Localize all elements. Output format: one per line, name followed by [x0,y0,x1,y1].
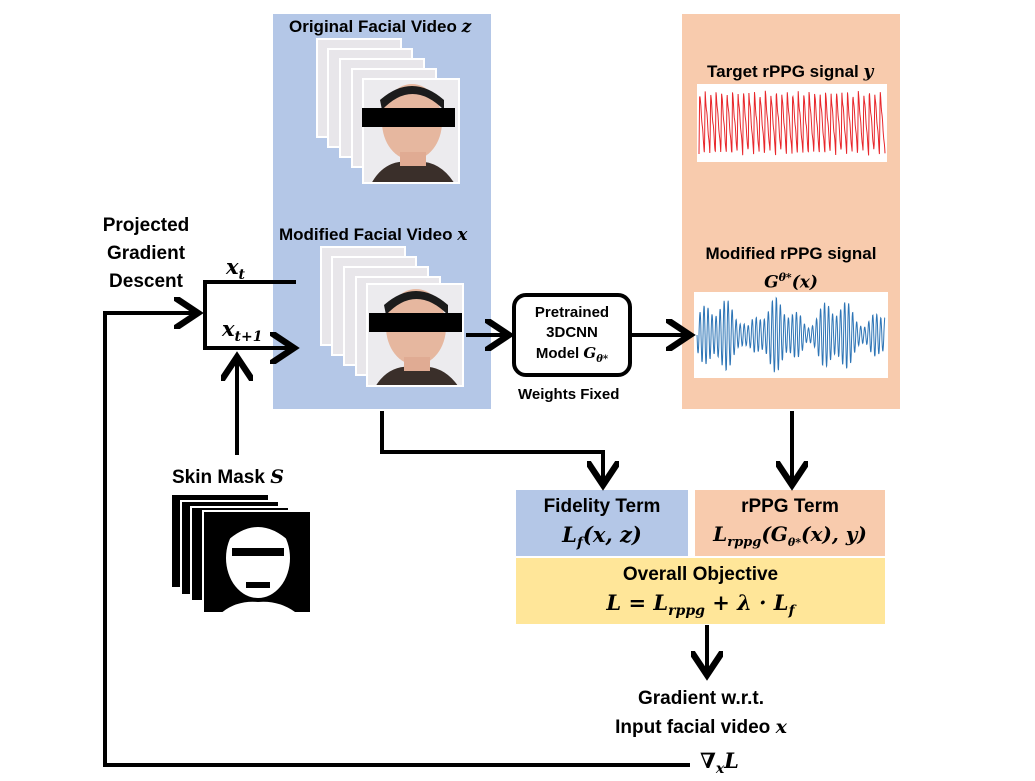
face-image [366,283,464,387]
modified-signal-line [696,296,886,373]
modified-signal-plot [694,292,888,378]
modified-signal-wave [696,296,886,373]
fidelity-term-box: Fidelity Term Lf(x, z) [516,490,688,556]
target-signal-wave [698,90,886,156]
x-t-plus-1-label: xt+1 [222,316,263,346]
skin-mask-label: Skin Mask S [172,466,284,488]
face-image [362,78,460,184]
target-signal-label: Target rPPG signal y [707,62,874,82]
target-signal-plot [697,84,887,162]
eye-censor-bar [369,313,462,332]
modified-signal-label: Modified rPPG signal Gθ*(x) [705,244,877,293]
rppg-term-box: rPPG Term Lrppg(Gθ*(x), y) [695,490,885,556]
eye-censor-bar [362,108,455,127]
gradient-label: Gradient w.r.t. Input facial video x [615,688,787,738]
pgd-label: Projected Gradient Descent [102,215,190,292]
target-signal-line [698,90,886,156]
x-t-label: xt [226,254,245,284]
model-box: Pretrained 3DCNN Model Gθ* [512,293,632,377]
overall-objective-box: Overall Objective L = Lrppg + λ · Lf [516,558,885,624]
video-to-fidelity-arrow [380,411,603,481]
weights-fixed-label: Weights Fixed [518,386,620,403]
original-video-label: Original Facial Video z [289,17,472,37]
mask-image [202,510,312,614]
nabla-label: ∇xL [700,748,739,778]
modified-video-label: Modified Facial Video x [279,225,468,245]
